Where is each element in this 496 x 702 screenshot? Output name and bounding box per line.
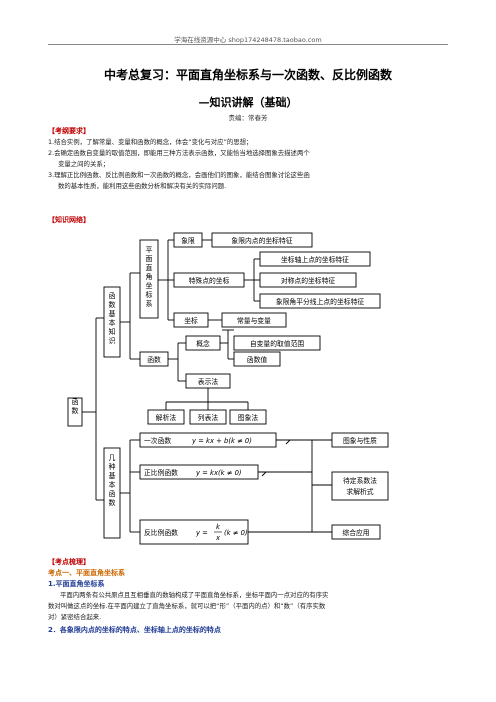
subsection-1-para-line-3: 对）紧密结合起来. [48,613,102,621]
node-inverse-den: x [215,534,221,542]
document-title: 中考总复习：平面直角坐标系与一次函数、反比例函数 [103,68,392,82]
node-analytic: 解析法 [156,413,177,422]
node-quadrant-points: 象限内点的坐标特征 [231,236,292,245]
node-symmetric-points: 对称点的坐标特征 [281,276,336,285]
node-coordinate-system: 平面直角坐标系 [146,246,153,308]
document-subtitle: —知识讲解（基础） [198,96,298,109]
node-inverse-num: k [216,523,221,531]
svg-text:函数基本知识: 函数基本知识 [109,291,116,345]
node-proportional-formula: y = kx(k ≠ 0) [195,469,242,477]
key-points-heading: 【考点梳理】 [48,558,90,566]
node-var-range: 自变量的取值范围 [250,339,305,348]
node-quadrant: 象限 [181,236,195,245]
node-basic-functions: 几种基本函数 [109,454,116,507]
exam-item-2: 2.会确定函数自变量的取值范围，即能用三种方法表示函数，又能恰当地选择图象去描述… [48,149,310,157]
header-divider [48,44,448,45]
node-bisector-points: 象限角平分线上点的坐标特征 [276,297,365,306]
node-inverse-y: y = [195,529,208,537]
node-proportional-prefix: 正比例函数 [144,468,178,477]
svg-text:函数: 函数 [72,397,79,415]
node-axis-points: 坐标轴上点的坐标特征 [281,255,349,264]
node-linear-prefix: 一次函数 [144,436,171,445]
svg-text:几种基本函数: 几种基本函数 [109,454,116,507]
node-const-var: 常量与变量 [237,316,271,325]
node-graph: 图象法 [238,413,259,422]
subsection-1-title: 1.平面直角坐标系 [48,580,105,588]
node-root-1: 函 [72,397,79,406]
exam-requirements-heading: 【考纲要求】 [48,127,90,135]
node-representation: 表示法 [198,377,219,386]
node-concept: 概念 [196,339,210,348]
exam-item-2-cont: 变量之间的关系； [58,160,110,168]
node-graph-props: 图象与性质 [343,436,377,445]
node-inverse-cond: (k ≠ 0) [224,529,248,537]
subsection-1-para-line-2: 数对叫做这点的坐标.在平面内建立了直角坐标系，就可以把“形”（平面内的点）和“数… [48,602,326,610]
exam-item-3: 3.理解正比例函数、反比例函数和一次函数的概念，会画他们的图象，能结合图象讨论这… [48,171,310,179]
node-basic-knowledge: 函数基本知识 [109,291,116,345]
exam-item-3-cont: 数的基本性质，能利用这些函数分析和解决有关的实际问题. [58,182,227,190]
knowledge-network-heading: 【知识网络】 [48,216,90,224]
node-coordinate: 坐标 [184,316,198,325]
node-undetermined-2: 求解析式 [346,487,373,496]
node-inverse-prefix: 反比例函数 [144,528,178,537]
svg-text:平面直角坐标系: 平面直角坐标系 [146,246,153,308]
node-special-points: 特殊点的坐标 [189,276,230,285]
subsection-1-para-line-1: 平面内两条有公共原点且互相垂直的数轴构成了平面直角坐标系，坐标平面内一点对应的有… [60,591,329,599]
node-undetermined-1: 待定系数法 [343,476,377,485]
node-function: 函数 [147,355,161,364]
node-table: 列表法 [198,413,219,422]
node-application: 综合应用 [342,528,369,537]
exam-item-1: 1.结合实例，了解常量、变量和函数的概念，体会“变化与对应”的思想； [48,138,253,146]
subsection-2-title: 2．各象限内点的坐标的特点、坐标轴上点的坐标的特点 [48,626,221,634]
author-line: 责编：常春芳 [228,114,268,122]
topic-1-heading: 考点一、平面直角坐标系 [48,569,125,577]
node-linear-formula: y = kx + b(k ≠ 0) [191,437,252,445]
node-func-value: 函数值 [247,355,268,364]
page-header-source: 学海在线资源中心 shop174248478.taobao.com [174,36,322,44]
